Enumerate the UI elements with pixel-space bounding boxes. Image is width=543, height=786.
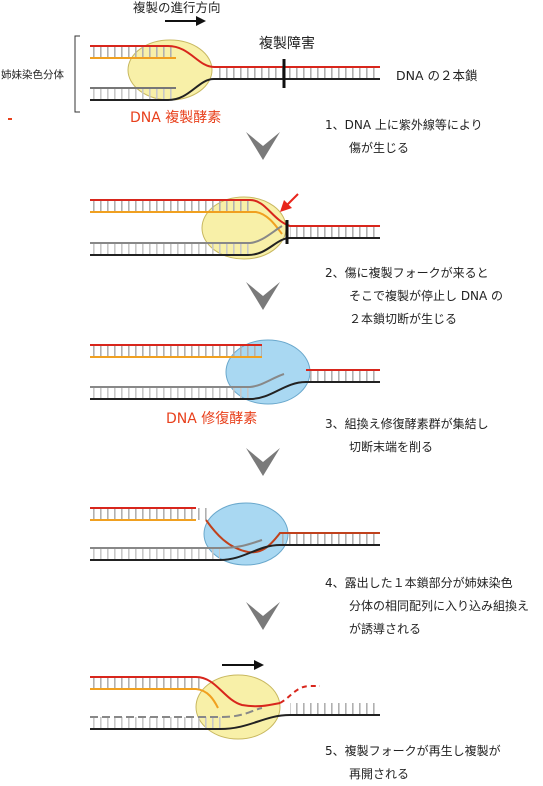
step-4-text: 4、露出した１本鎖部分が姉妹染色 分体の相同配列に入り込み組換え が誘導される — [325, 576, 530, 636]
rungs — [90, 345, 262, 357]
rungs — [290, 703, 380, 715]
black-strand — [90, 714, 380, 730]
red-strand — [90, 676, 281, 708]
dna-double-strand-label: DNA の２本鎖 — [396, 68, 478, 83]
repair-enzyme-label: DNA 修復酵素 — [166, 411, 258, 427]
rungs — [90, 387, 250, 399]
red-strand — [90, 199, 380, 227]
gray-strand — [90, 707, 263, 718]
black-strand — [90, 78, 380, 101]
rungs — [306, 370, 380, 382]
gray-strand — [90, 225, 283, 244]
gray-strand — [90, 373, 285, 388]
panel-1 — [74, 16, 380, 113]
black-strand — [90, 381, 380, 400]
down-chevron-icon — [246, 132, 280, 160]
gray-strand — [90, 539, 263, 549]
invading-strand — [205, 519, 380, 554]
rungs — [90, 243, 250, 255]
step-3-text: 3、組換え修復酵素群が集結し 切断末端を削る — [325, 417, 489, 454]
panel-5 — [90, 660, 380, 740]
rungs — [290, 226, 380, 238]
black-strand — [90, 544, 380, 561]
replication-block-label: 複製障害 — [259, 36, 315, 52]
replication-direction-label: 複製の進行方向 — [133, 0, 221, 15]
rungs — [90, 677, 202, 689]
rungs — [92, 88, 174, 100]
step-5-text: 5、複製フォークが再生し複製が 再開される — [325, 744, 501, 781]
rungs — [90, 717, 222, 729]
down-chevron-icon — [246, 282, 280, 310]
orange-strand — [90, 688, 219, 709]
replication-enzyme-label: DNA 複製酵素 — [130, 110, 222, 126]
rungs — [92, 46, 174, 58]
right-arrow-icon — [222, 660, 264, 670]
step-1-text: 1、DNA 上に紫外線等により 傷が生じる — [325, 118, 483, 155]
panel-4 — [90, 502, 380, 566]
rungs — [90, 508, 210, 520]
rungs — [90, 200, 250, 212]
sister-bracket — [74, 35, 80, 113]
red-strand-dashed — [279, 685, 320, 704]
panel-2 — [90, 193, 380, 260]
down-chevron-icon — [246, 448, 280, 476]
red-strand — [90, 45, 380, 68]
black-strand — [90, 237, 380, 256]
panel-3 — [90, 339, 380, 405]
down-chevron-icon — [246, 602, 280, 630]
damage-pointer-icon — [280, 193, 299, 212]
rungs — [214, 67, 378, 79]
right-arrow-icon — [165, 16, 206, 26]
rungs — [90, 548, 220, 560]
red-dash-mark — [8, 118, 12, 120]
sister-chromatid-label: 姉妹染色分体 — [1, 69, 64, 81]
rungs — [280, 533, 380, 545]
step-2-text: 2、傷に複製フォークが来ると そこで複製が停止し DNA の ２本鎖切断が生じる — [325, 266, 504, 326]
orange-strand — [90, 211, 283, 235]
